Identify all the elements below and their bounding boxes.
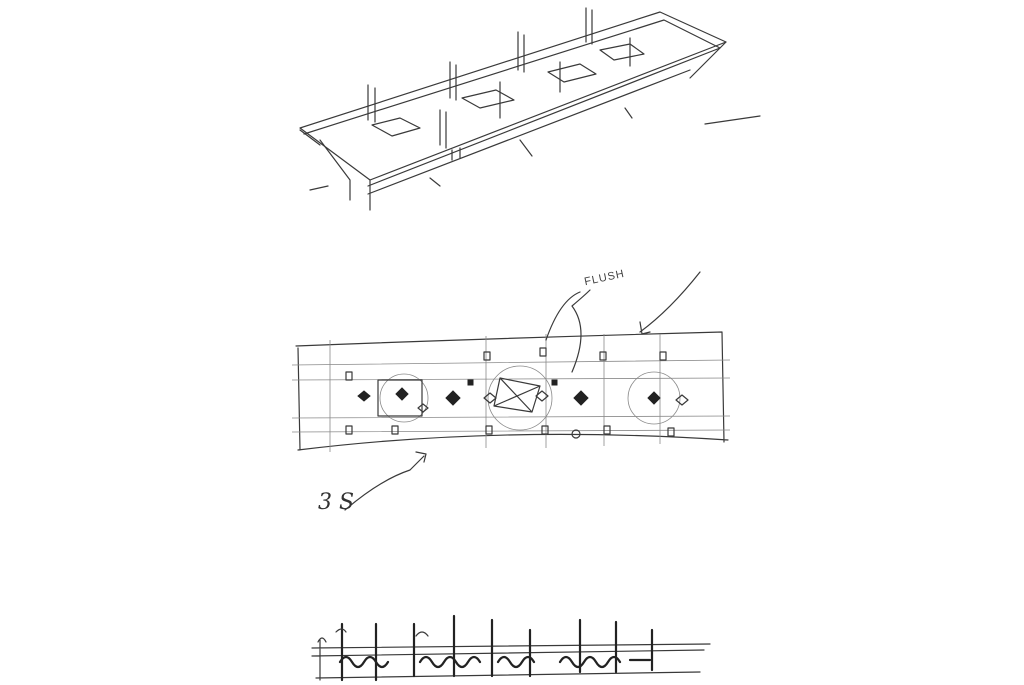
elevation-sketch: [311, 614, 711, 682]
plan-sketch: [291, 271, 731, 511]
perspective-sketch: [299, 7, 761, 211]
column-markers: [345, 347, 689, 439]
section-mark: 3 S: [318, 490, 355, 515]
